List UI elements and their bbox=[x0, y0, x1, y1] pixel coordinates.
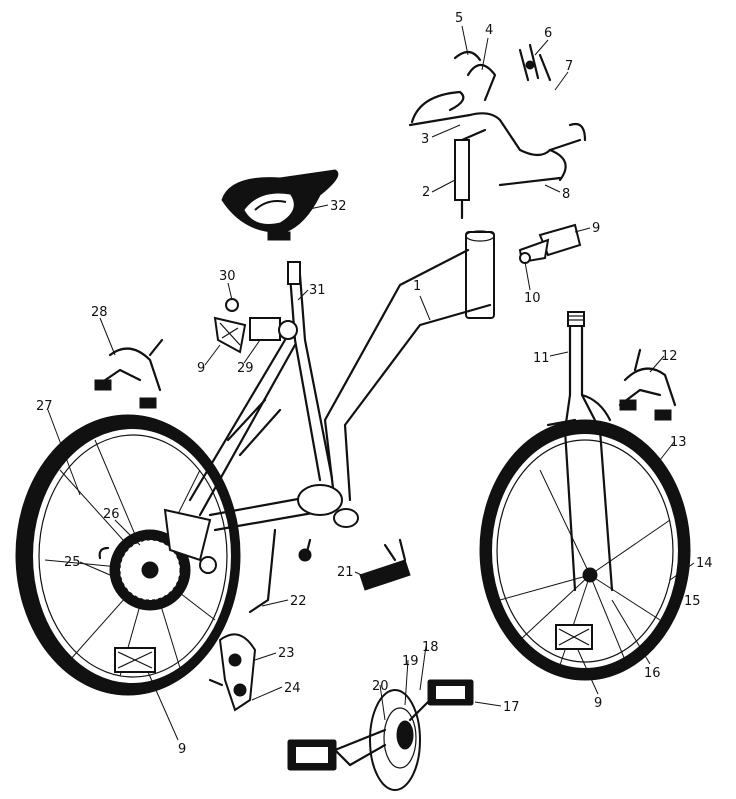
callout-9c: 9 bbox=[178, 742, 186, 757]
callout-16: 16 bbox=[644, 666, 661, 681]
callout-20: 20 bbox=[372, 679, 389, 694]
rear-derailleur bbox=[208, 633, 257, 712]
seat-clamp bbox=[225, 298, 298, 341]
seat-reflector bbox=[213, 316, 247, 354]
bicycle-frame bbox=[163, 230, 495, 574]
callout-5: 5 bbox=[455, 11, 463, 26]
clamp-bolt bbox=[225, 298, 239, 312]
callout-7: 7 bbox=[565, 59, 573, 74]
seat-post bbox=[287, 261, 301, 285]
callout-13: 13 bbox=[670, 435, 687, 450]
callout-25: 25 bbox=[64, 555, 81, 570]
callout-22: 22 bbox=[290, 594, 307, 609]
saddle bbox=[221, 169, 339, 241]
callout-11: 11 bbox=[533, 351, 550, 366]
callout-10: 10 bbox=[524, 291, 541, 306]
callout-4: 4 bbox=[485, 23, 493, 38]
front-reflector bbox=[555, 624, 593, 650]
bottom-bracket bbox=[297, 484, 343, 516]
callout-9a: 9 bbox=[592, 221, 600, 236]
callout-labels: 1 2 3 4 5 6 7 8 9 10 11 12 13 14 15 16 9… bbox=[36, 11, 713, 757]
seat-stays bbox=[188, 338, 297, 517]
callout-2: 2 bbox=[422, 185, 430, 200]
callout-9d: 9 bbox=[197, 361, 205, 376]
pedal-right bbox=[427, 679, 474, 706]
handlebar bbox=[408, 90, 587, 187]
callout-8: 8 bbox=[562, 187, 570, 202]
callout-18: 18 bbox=[422, 640, 439, 655]
callout-28: 28 bbox=[91, 305, 108, 320]
front-derailleur bbox=[359, 538, 411, 591]
callout-30: 30 bbox=[219, 269, 236, 284]
callout-21: 21 bbox=[337, 565, 354, 580]
front-reflector-bracket bbox=[518, 223, 582, 264]
callout-29: 29 bbox=[237, 361, 254, 376]
front-rim bbox=[490, 432, 680, 670]
fork-thread bbox=[567, 311, 585, 327]
callout-3: 3 bbox=[421, 132, 429, 147]
callout-12: 12 bbox=[661, 349, 678, 364]
shift-levers bbox=[518, 43, 552, 82]
rear-rim-inner bbox=[38, 434, 228, 678]
callout-32: 32 bbox=[330, 199, 347, 214]
pedal-left bbox=[287, 739, 337, 771]
head-tube bbox=[465, 231, 495, 319]
front-brake-caliper bbox=[618, 348, 677, 421]
callout-24: 24 bbox=[284, 681, 301, 696]
stem bbox=[454, 128, 487, 220]
rear-wheel bbox=[15, 414, 241, 696]
callout-6: 6 bbox=[544, 26, 552, 41]
callout-17: 17 bbox=[503, 700, 520, 715]
callout-1: 1 bbox=[413, 279, 421, 294]
callout-15: 15 bbox=[684, 594, 701, 609]
callout-31: 31 bbox=[309, 283, 326, 298]
callout-27: 27 bbox=[36, 399, 53, 414]
callout-9b: 9 bbox=[594, 696, 602, 711]
callout-23: 23 bbox=[278, 646, 295, 661]
callout-26: 26 bbox=[103, 507, 120, 522]
front-wheel bbox=[479, 419, 691, 681]
front-spokes bbox=[499, 469, 671, 666]
seat-tube bbox=[288, 273, 322, 482]
front-rim-inner bbox=[496, 439, 674, 663]
rear-brake-caliper bbox=[94, 338, 164, 409]
rear-dropout bbox=[163, 508, 212, 562]
leader-lines bbox=[47, 25, 695, 741]
front-hub bbox=[582, 567, 598, 583]
kickstand bbox=[248, 528, 277, 614]
front-fork bbox=[546, 311, 614, 592]
rear-axle-nut bbox=[98, 546, 110, 560]
callout-19: 19 bbox=[402, 654, 419, 669]
crank-arms bbox=[333, 688, 442, 767]
rear-hub bbox=[141, 561, 159, 579]
chainring bbox=[369, 689, 421, 791]
callout-14: 14 bbox=[696, 556, 713, 571]
top-tube bbox=[323, 248, 470, 507]
